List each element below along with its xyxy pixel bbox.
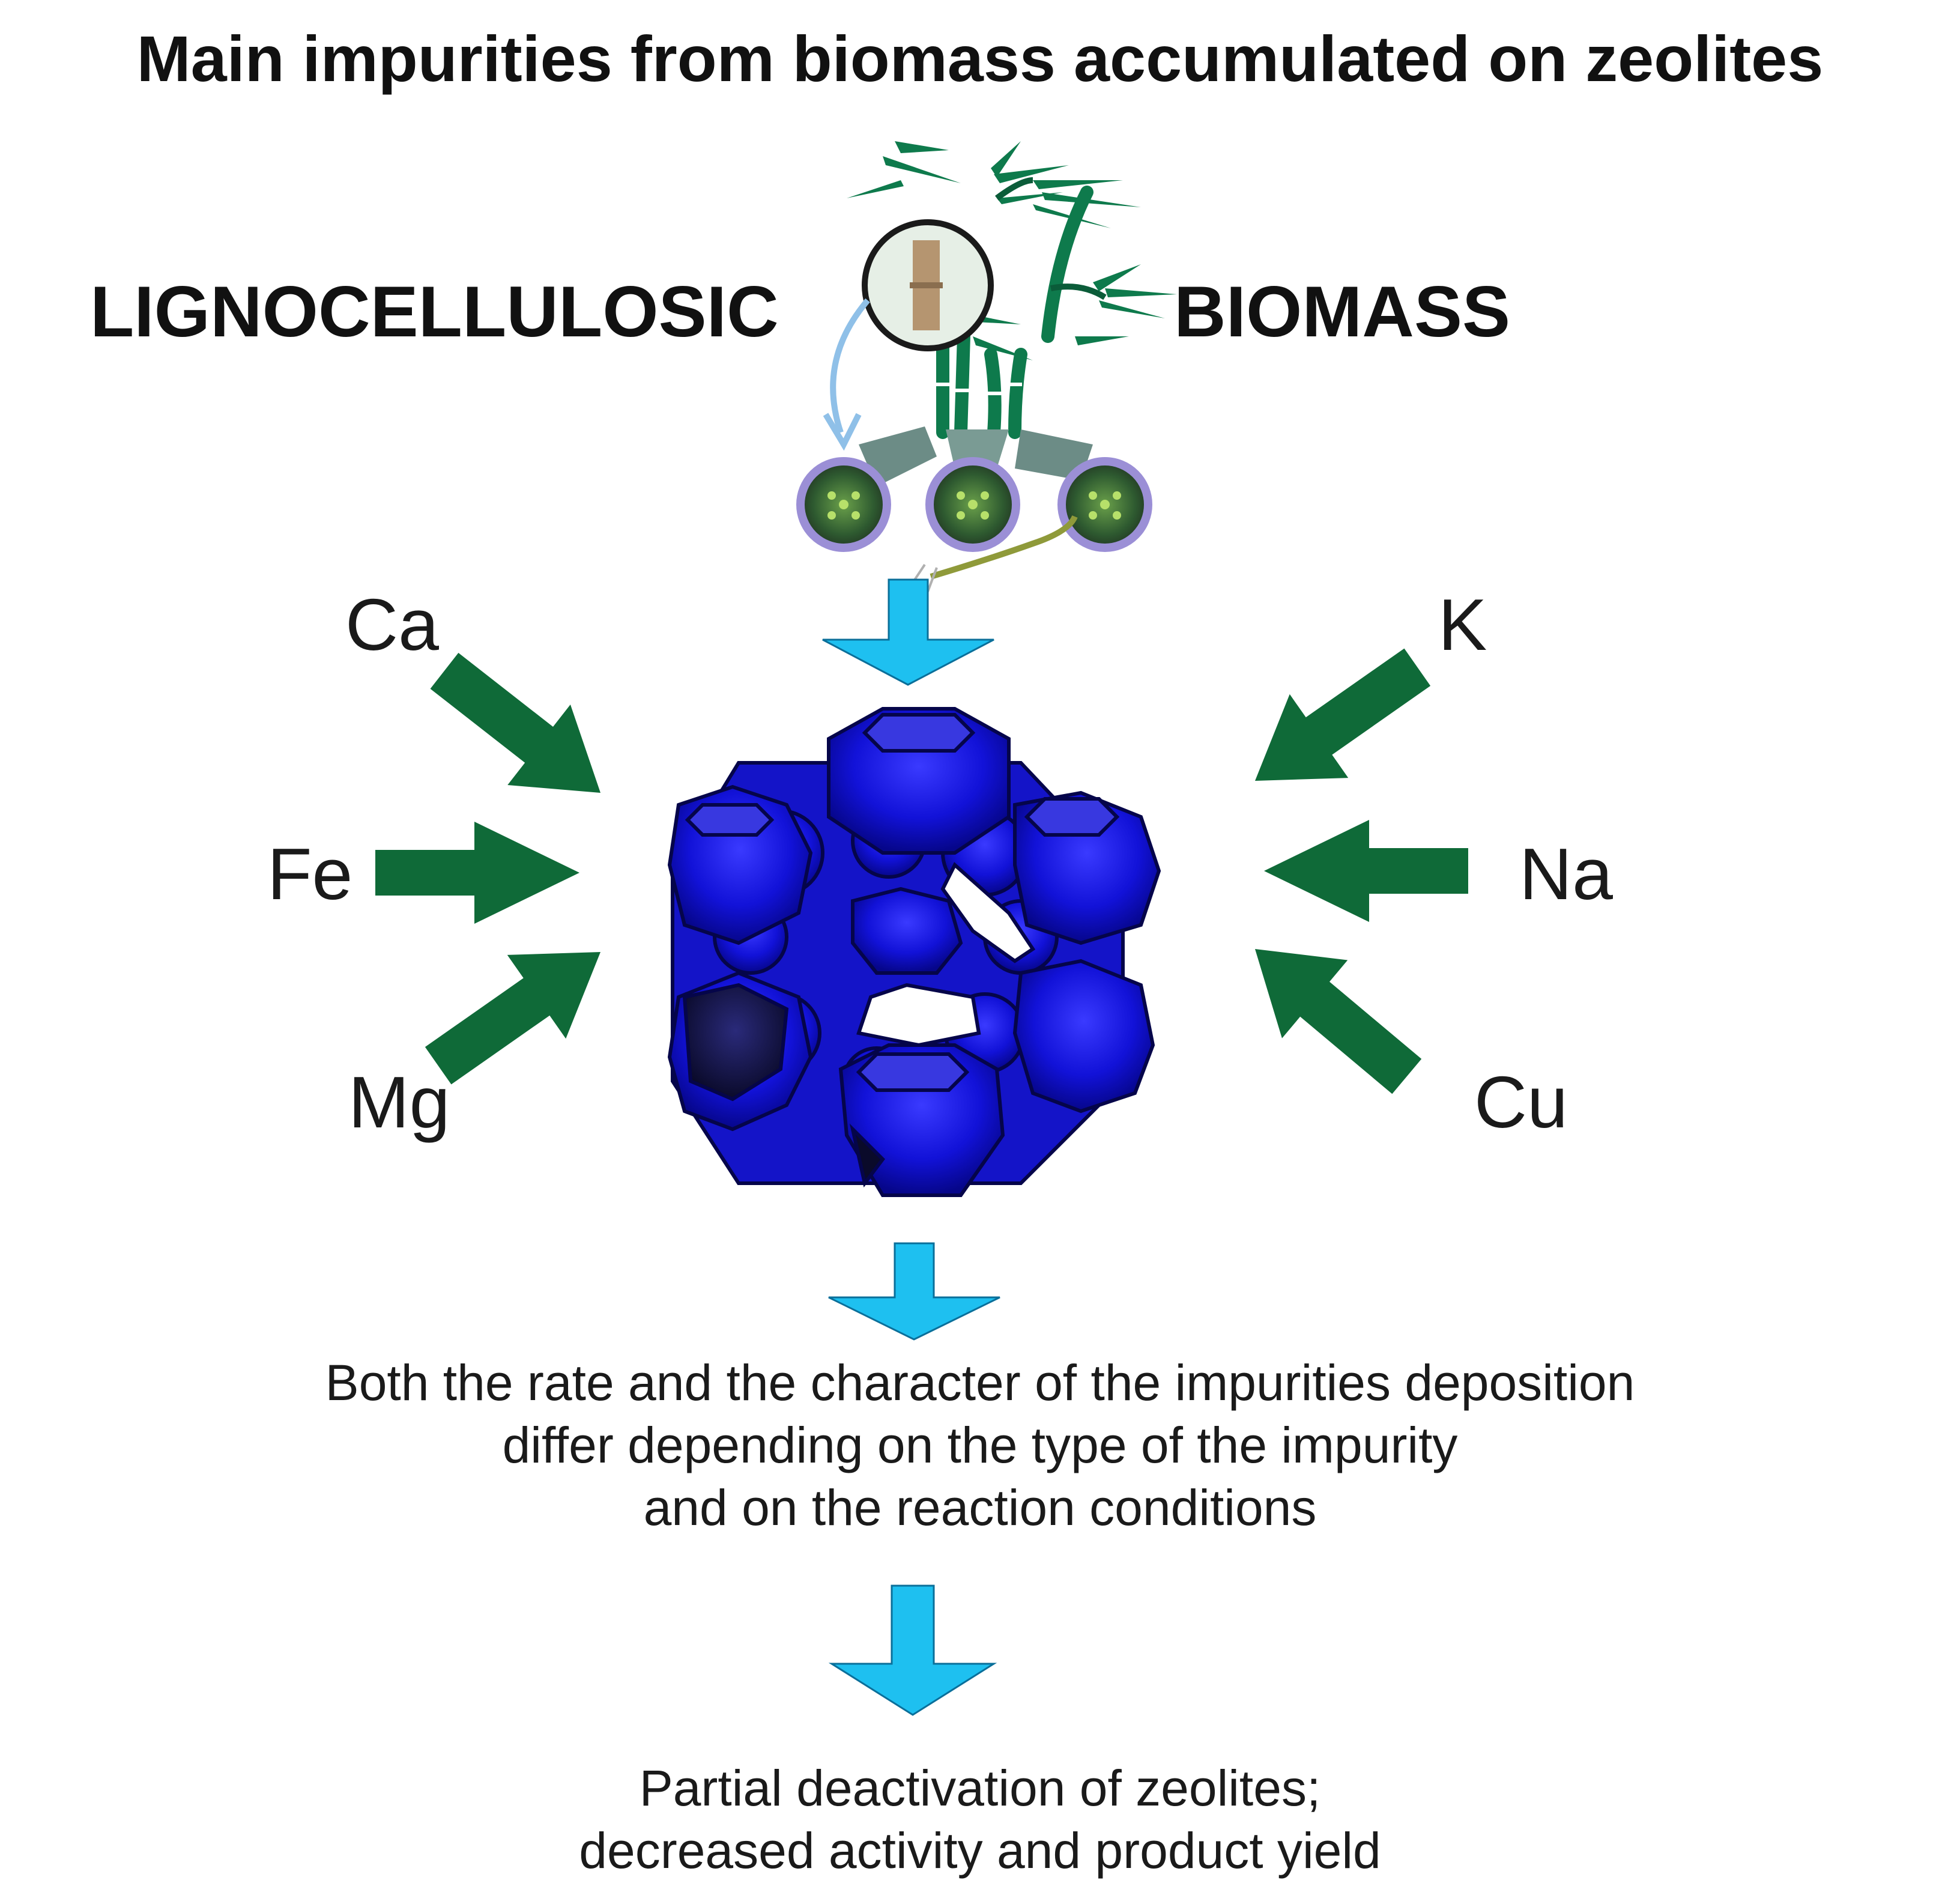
deposition-caption: Both the rate and the character of the i… bbox=[0, 1351, 1960, 1539]
biomass-label-right: BIOMASS bbox=[1174, 271, 1511, 352]
impurity-arrow-k bbox=[1255, 648, 1431, 781]
deactivation-caption: Partial deactivation of zeolites; decrea… bbox=[0, 1757, 1960, 1882]
figure-title: Main impurities from biomass accumulated… bbox=[136, 22, 1824, 95]
flow-arrow-3 bbox=[828, 1584, 997, 1716]
biomass-label-left: LIGNOCELLULOSIC bbox=[90, 271, 779, 352]
impurity-arrow-mg bbox=[425, 952, 600, 1085]
zeolite-framework-icon bbox=[667, 707, 1161, 1197]
deposition-caption-line-1: Both the rate and the character of the i… bbox=[325, 1354, 1635, 1411]
impurity-label-k: K bbox=[1438, 584, 1487, 666]
flow-arrow-1 bbox=[822, 578, 994, 686]
impurity-arrow-fe bbox=[375, 822, 579, 924]
impurity-arrow-na bbox=[1264, 820, 1468, 922]
impurity-label-mg: Mg bbox=[348, 1061, 450, 1143]
flow-arrow-2 bbox=[828, 1242, 1000, 1341]
deposition-caption-line-3: and on the reaction conditions bbox=[643, 1479, 1317, 1536]
deposition-caption-line-2: differ depending on the type of the impu… bbox=[502, 1417, 1458, 1473]
bamboo-plant-icon bbox=[796, 141, 1177, 592]
impurity-label-cu: Cu bbox=[1474, 1061, 1568, 1143]
impurity-arrow-cu bbox=[1255, 949, 1422, 1094]
deactivation-caption-line-2: decreased activity and product yield bbox=[579, 1822, 1381, 1879]
impurity-arrow-ca bbox=[430, 652, 600, 793]
impurity-label-na: Na bbox=[1519, 833, 1613, 915]
impurity-label-fe: Fe bbox=[267, 833, 353, 915]
impurity-label-ca: Ca bbox=[345, 584, 439, 666]
deactivation-caption-line-1: Partial deactivation of zeolites; bbox=[639, 1760, 1321, 1816]
